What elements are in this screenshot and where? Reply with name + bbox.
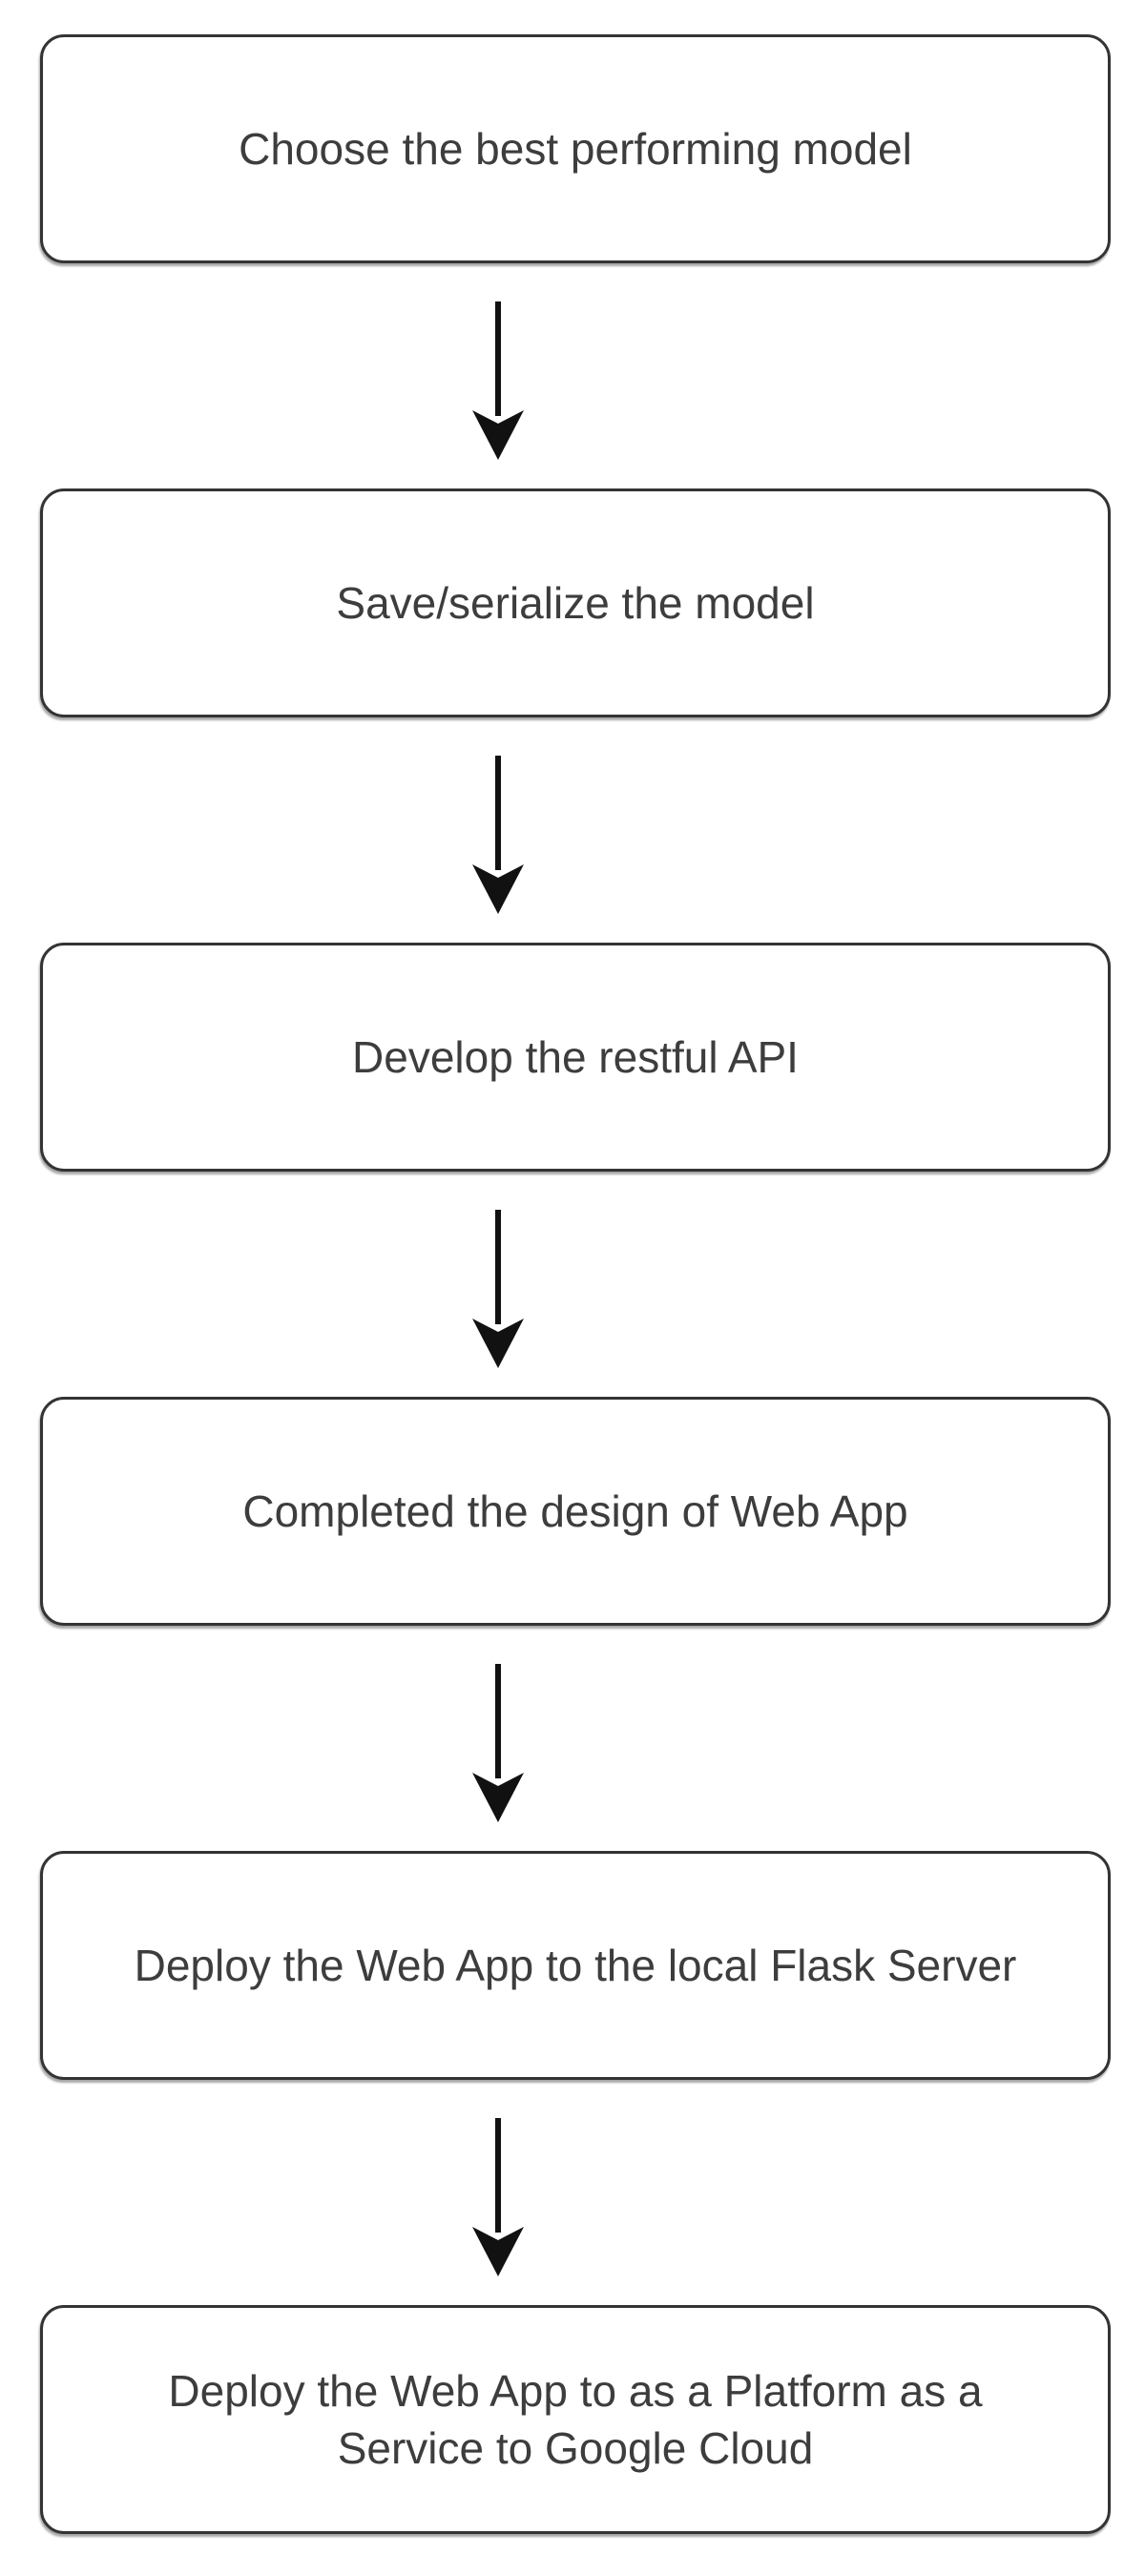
down-arrow-icon [469,756,527,916]
flow-step-save-model: Save/serialize the model [40,488,1111,717]
flow-step-develop-api: Develop the restful API [40,943,1111,1172]
flow-step-label: Deploy the Web App to the local Flask Se… [134,1941,1017,1990]
down-arrow-icon [469,2118,527,2278]
flow-step-label: Deploy the Web App to as a Platform as a… [168,2366,983,2473]
flow-step-design-webapp: Completed the design of Web App [40,1397,1111,1626]
flow-step-deploy-google-cloud: Deploy the Web App to as a Platform as a… [40,2305,1111,2534]
flow-step-label: Choose the best performing model [239,124,912,174]
flow-step-label: Completed the design of Web App [242,1486,908,1536]
down-arrow-icon [469,1210,527,1370]
flow-step-label: Save/serialize the model [336,578,815,628]
flow-step-choose-model: Choose the best performing model [40,34,1111,263]
flow-step-label: Develop the restful API [352,1032,799,1082]
down-arrow-icon [469,301,527,462]
down-arrow-icon [469,1664,527,1824]
flow-step-deploy-local-flask: Deploy the Web App to the local Flask Se… [40,1851,1111,2080]
